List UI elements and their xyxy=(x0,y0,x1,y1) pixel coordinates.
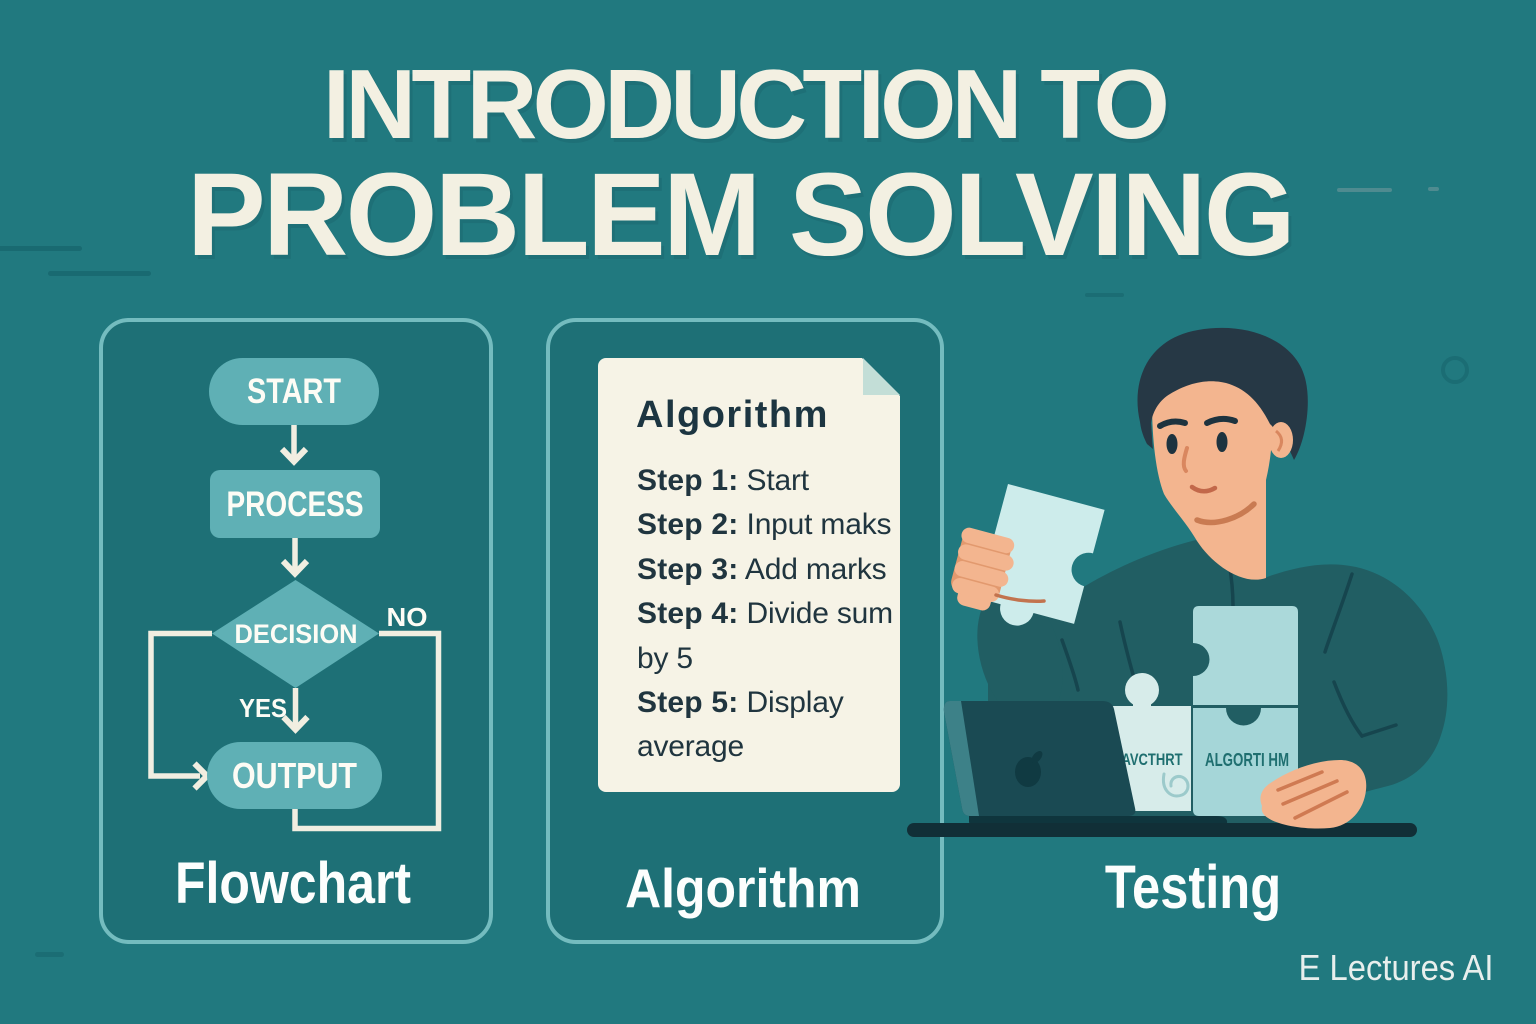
svg-text:OUTPUT: OUTPUT xyxy=(232,755,357,796)
svg-text:YES: YES xyxy=(239,693,287,723)
svg-text:NO: NO xyxy=(387,602,428,632)
svg-text:ALGORTI HM: ALGORTI HM xyxy=(1205,750,1289,770)
svg-text:PROCESS: PROCESS xyxy=(227,485,364,524)
svg-text:START: START xyxy=(247,372,341,411)
svg-text:AVCTHRT: AVCTHRT xyxy=(1122,750,1183,769)
svg-text:DECISION: DECISION xyxy=(235,619,358,649)
